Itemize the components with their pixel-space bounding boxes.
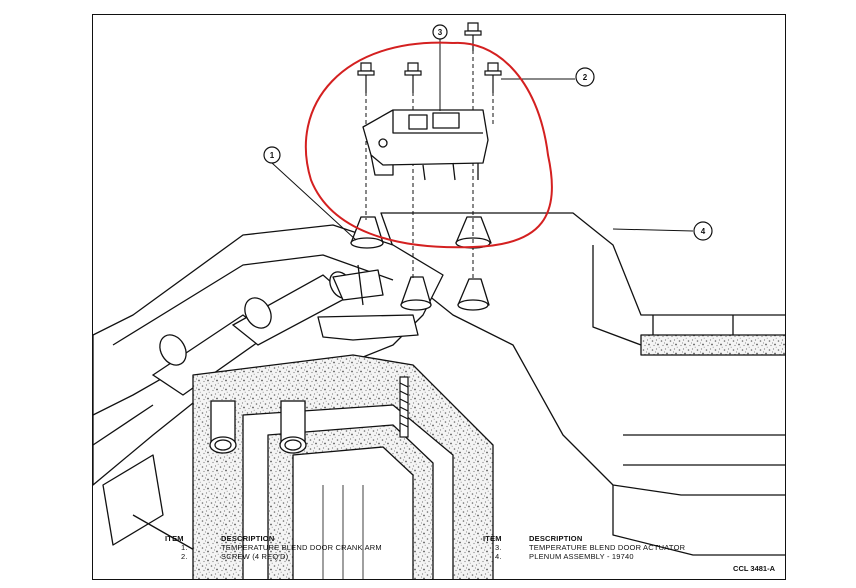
diagram-frame: 1 2 3 4 ITEM DESCRIPTION 1. TEMPERATURE … — [92, 14, 786, 580]
callout-3: 3 — [432, 24, 448, 40]
highlight-circle — [304, 41, 553, 249]
callout-2: 2 — [575, 67, 595, 87]
legend-col-desc: DESCRIPTION — [529, 534, 583, 543]
blend-door-actuator — [362, 109, 489, 181]
exploded-view-drawing: 1 2 3 4 — [93, 22, 785, 579]
crank-arm-bracket — [317, 264, 419, 341]
leader-lines — [271, 39, 694, 241]
svg-text:2: 2 — [583, 73, 588, 82]
screw — [357, 62, 375, 93]
figure-code: CCL 3481-A — [733, 564, 775, 573]
svg-text:1: 1 — [270, 151, 275, 160]
heater-core — [192, 354, 494, 579]
exploded-view-guides — [365, 43, 494, 280]
threaded-rod — [399, 376, 409, 438]
legend-col-item: ITEM — [483, 534, 502, 543]
svg-text:3: 3 — [438, 28, 443, 37]
legend-col-item: ITEM — [165, 534, 184, 543]
screws — [357, 22, 502, 93]
legend-col-desc: DESCRIPTION — [221, 534, 275, 543]
screw — [464, 22, 482, 51]
screw — [404, 62, 422, 93]
callout-1: 1 — [263, 146, 281, 164]
mounting-posts — [350, 216, 492, 311]
svg-text:4: 4 — [701, 227, 706, 236]
heater-core-pipes — [209, 400, 307, 454]
screw — [484, 62, 502, 93]
callout-4: 4 — [693, 221, 713, 241]
